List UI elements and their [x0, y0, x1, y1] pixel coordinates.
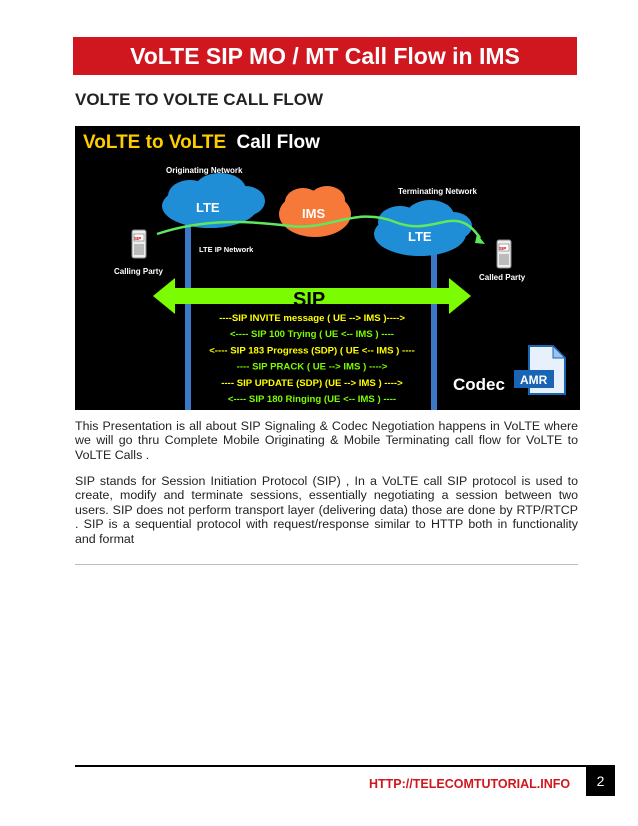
sip-message-line: <---- SIP 180 Ringing (UE <-- IMS ) ---- [228, 394, 396, 405]
called-phone-label: SIP [499, 246, 506, 251]
amr-file-icon [514, 344, 567, 395]
lte-ip-network-label: LTE IP Network [199, 245, 254, 254]
calling-party-label: Calling Party [114, 267, 163, 276]
lte-cloud-right [374, 200, 472, 256]
footer-website-link[interactable]: HTTP://TELECOMTUTORIAL.INFO [369, 777, 571, 791]
sip-message-line: ----SIP INVITE message ( UE --> IMS )---… [219, 313, 405, 324]
svg-text:VoLTE to VoLTE Call Flow: VoLTE to VoLTE Call Flow [83, 132, 320, 153]
sip-message-line: <---- SIP 183 Progress (SDP) ( UE <-- IM… [209, 345, 415, 356]
called-party-label: Called Party [479, 273, 526, 282]
right-pole [431, 236, 437, 410]
lte-right-label: LTE [408, 229, 432, 244]
calling-phone-label: SIP [134, 236, 141, 241]
sip-message-line: <---- SIP 100 Trying ( UE <-- IMS ) ---- [230, 329, 394, 340]
intro-paragraph: This Presentation is all about SIP Signa… [75, 419, 578, 462]
figure-title-highlight: VoLTE to VoLTE [83, 132, 226, 153]
terminating-network-label: Terminating Network [398, 187, 478, 196]
originating-network-label: Originating Network [166, 166, 243, 175]
page-number: 2 [586, 766, 615, 796]
sip-description-paragraph: SIP stands for Session Initiation Protoc… [75, 474, 578, 546]
call-path-arrowhead [475, 234, 485, 244]
sip-double-arrow [153, 278, 471, 314]
footer-divider [75, 765, 615, 767]
sip-message-line: ---- SIP PRACK ( UE --> IMS ) ----> [237, 362, 388, 373]
figure-title-rest: Call Flow [236, 132, 320, 153]
amr-label: AMR [520, 373, 548, 387]
ims-label: IMS [302, 206, 325, 221]
called-phone-icon [496, 239, 512, 269]
page-banner: VoLTE SIP MO / MT Call Flow in IMS [73, 37, 577, 75]
section-heading: VOLTE TO VOLTE CALL FLOW [75, 90, 324, 109]
call-path-line [156, 215, 482, 239]
sip-message-line: ---- SIP UPDATE (SDP) (UE --> IMS ) ----… [221, 378, 403, 389]
call-flow-figure: VoLTE to VoLTE Call Flow Originating Net… [75, 126, 580, 410]
codec-label: Codec [453, 375, 505, 394]
lte-left-label: LTE [196, 200, 220, 215]
calling-phone-icon [131, 229, 147, 259]
sip-arrow-label: SIP [293, 289, 325, 311]
left-pole [185, 216, 191, 410]
section-divider [75, 564, 578, 565]
lte-cloud-left [162, 173, 265, 228]
